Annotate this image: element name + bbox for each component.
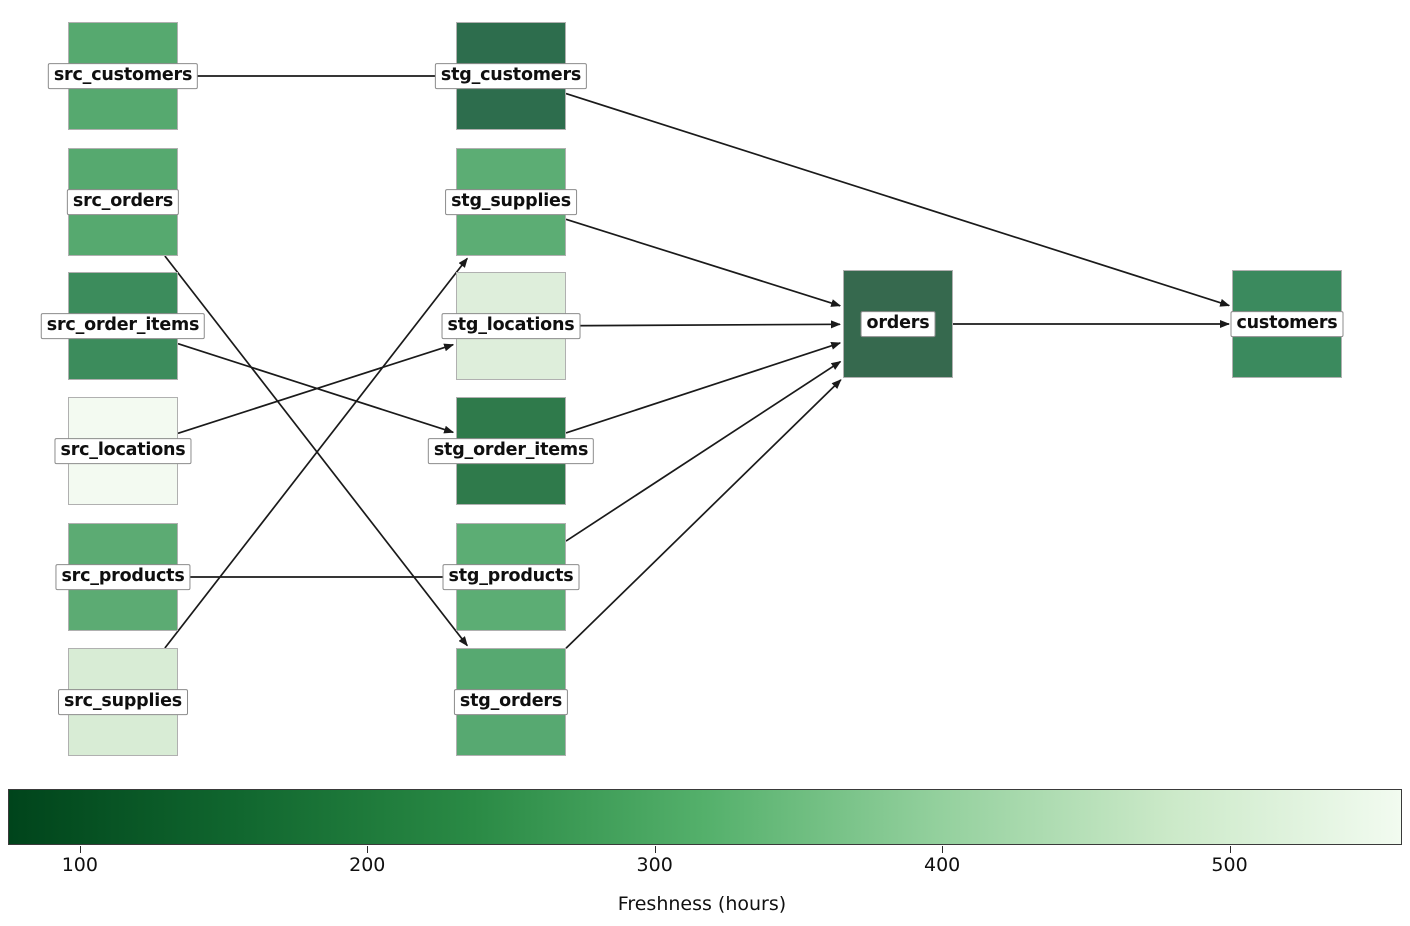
- edge-stg_products-to-orders: [565, 360, 842, 542]
- colorbar-axis-title: Freshness (hours): [0, 893, 1410, 915]
- node-label-stg_supplies[interactable]: stg_supplies: [445, 189, 577, 215]
- colorbar-tick-label-500: 500: [1211, 854, 1248, 876]
- edge-stg_orders-to-orders: [565, 379, 842, 649]
- node-label-src_order_items[interactable]: src_order_items: [40, 313, 206, 339]
- colorbar-ticks: 100 200 300 400 500: [0, 846, 1410, 896]
- colorbar-tick-label-200: 200: [349, 854, 386, 876]
- colorbar-region: 100 200 300 400 500 Freshness (hours): [0, 780, 1410, 926]
- edge-stg_locations-to-orders: [565, 320, 841, 329]
- colorbar-tick-mark-100: [79, 846, 81, 853]
- edge-src_orders-to-stg_orders: [164, 255, 468, 647]
- edge-src_locations-to-stg_locations: [177, 343, 455, 435]
- colorbar-tick-mark-500: [1229, 846, 1231, 853]
- edge-src_supplies-to-stg_supplies: [164, 257, 468, 649]
- edge-layer: [164, 75, 1231, 649]
- colorbar-tick-label-400: 400: [923, 854, 961, 876]
- node-label-stg_locations[interactable]: stg_locations: [441, 313, 581, 339]
- node-label-stg_products[interactable]: stg_products: [442, 564, 580, 590]
- node-label-src_supplies[interactable]: src_supplies: [58, 689, 188, 715]
- colorbar-gradient: [8, 789, 1402, 845]
- colorbar-tick-mark-400: [942, 846, 944, 853]
- edge-stg_customers-to-customers: [565, 92, 1231, 307]
- node-label-src_products[interactable]: src_products: [55, 564, 191, 590]
- node-label-stg_order_items[interactable]: stg_order_items: [427, 438, 595, 464]
- node-label-customers[interactable]: customers: [1230, 311, 1344, 337]
- edge-src_order_items-to-stg_order_items: [177, 342, 455, 434]
- colorbar-tick-mark-200: [367, 846, 369, 853]
- edge-stg_supplies-to-orders: [565, 218, 842, 307]
- colorbar-tick-label-300: 300: [636, 854, 673, 876]
- node-label-stg_orders[interactable]: stg_orders: [453, 689, 569, 715]
- node-label-src_locations[interactable]: src_locations: [54, 438, 192, 464]
- node-label-src_customers[interactable]: src_customers: [47, 63, 199, 89]
- node-label-orders[interactable]: orders: [860, 311, 936, 337]
- colorbar-tick-mark-300: [654, 846, 656, 853]
- edge-stg_order_items-to-orders: [565, 341, 842, 434]
- colorbar-tick-label-100: 100: [61, 854, 98, 876]
- node-label-stg_customers[interactable]: stg_customers: [434, 63, 588, 89]
- node-label-src_orders[interactable]: src_orders: [66, 189, 180, 215]
- colorbar-axis-title-text: Freshness (hours): [617, 893, 787, 915]
